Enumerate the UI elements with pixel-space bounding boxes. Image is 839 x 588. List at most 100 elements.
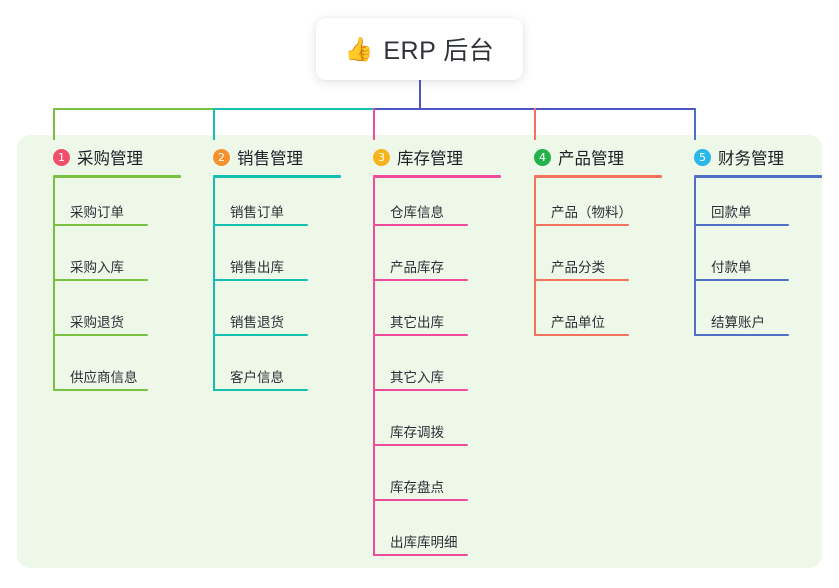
- branch-items: 产品（物料） 产品分类产品单位: [513, 178, 663, 343]
- branch-title: 销售管理: [237, 150, 303, 168]
- branch-item-underline: [53, 224, 148, 226]
- branch-items: 采购订单采购入库采购退货供应商信息: [32, 178, 182, 398]
- branch-item-underline: [373, 224, 468, 226]
- branch-item[interactable]: 产品库存: [352, 233, 502, 288]
- branch-item-label: 产品单位: [551, 315, 605, 330]
- branch-items: 仓库信息产品库存其它出库其它入库库存调拨库存盘点出库库明细: [352, 178, 502, 563]
- branch-item-label: 产品（物料）: [551, 205, 632, 220]
- branch-item-underline: [373, 499, 468, 501]
- branch-item[interactable]: 采购入库: [32, 233, 182, 288]
- branch-item-label: 产品库存: [390, 260, 444, 275]
- branch-item-label: 采购订单: [70, 205, 124, 220]
- branch-item-label: 客户信息: [230, 370, 284, 385]
- branch-item-underline: [53, 279, 148, 281]
- root-node[interactable]: 👍 ERP 后台: [316, 18, 523, 80]
- branch-column-3: 3 库存管理仓库信息产品库存其它出库其它入库库存调拨库存盘点出库库明细: [352, 144, 502, 563]
- branch-item-underline: [373, 389, 468, 391]
- branch-header-underline: [534, 175, 662, 178]
- branch-item-underline: [373, 279, 468, 281]
- branch-item[interactable]: 付款单: [673, 233, 823, 288]
- branch-item[interactable]: 库存调拨: [352, 398, 502, 453]
- branch-number-badge: 4: [534, 148, 551, 166]
- branch-title: 产品管理: [558, 150, 624, 168]
- branch-number-badge: 5: [694, 148, 711, 166]
- branch-drop-line: [53, 108, 55, 140]
- branch-item[interactable]: 其它出库: [352, 288, 502, 343]
- branch-spine: [53, 178, 55, 391]
- bus-segment: [213, 108, 375, 110]
- branch-item-underline: [534, 279, 629, 281]
- branch-item-underline: [53, 334, 148, 336]
- branch-drop-line: [373, 108, 375, 140]
- branch-item[interactable]: 客户信息: [192, 343, 342, 398]
- branch-item-underline: [213, 224, 308, 226]
- branch-drop-line: [694, 108, 696, 140]
- branch-drop-line: [213, 108, 215, 140]
- thumbs-up-icon: 👍: [344, 35, 374, 62]
- branch-item-label: 销售退货: [230, 315, 284, 330]
- bus-segment: [373, 108, 536, 110]
- branch-item[interactable]: 销售订单: [192, 178, 342, 233]
- branch-spine: [534, 178, 536, 336]
- branch-title: 库存管理: [397, 150, 463, 168]
- branch-item[interactable]: 销售出库: [192, 233, 342, 288]
- branch-drop-line: [534, 108, 536, 140]
- branch-item[interactable]: 库存盘点: [352, 453, 502, 508]
- branch-header-4[interactable]: 4 产品管理: [513, 144, 663, 170]
- branch-item-underline: [213, 279, 308, 281]
- branch-item-label: 库存盘点: [390, 480, 444, 495]
- branch-item[interactable]: 产品分类: [513, 233, 663, 288]
- branch-items: 回款单付款单结算账户: [673, 178, 823, 343]
- branch-header-5[interactable]: 5 财务管理: [673, 144, 823, 170]
- branch-spine: [213, 178, 215, 391]
- branch-item-label: 出库库明细: [390, 535, 458, 550]
- branch-item-underline: [373, 444, 468, 446]
- branch-item[interactable]: 结算账户: [673, 288, 823, 343]
- branch-number-badge: 3: [373, 148, 390, 166]
- branch-item-underline: [213, 334, 308, 336]
- bus-segment: [53, 108, 215, 110]
- branch-item-label: 结算账户: [711, 315, 765, 330]
- branch-item[interactable]: 仓库信息: [352, 178, 502, 233]
- branch-item-label: 产品分类: [551, 260, 605, 275]
- branch-item[interactable]: 销售退货: [192, 288, 342, 343]
- branch-spine: [373, 178, 375, 556]
- branch-item-label: 采购入库: [70, 260, 124, 275]
- branch-item-label: 供应商信息: [70, 370, 138, 385]
- branch-item[interactable]: 产品单位: [513, 288, 663, 343]
- branch-item-label: 销售出库: [230, 260, 284, 275]
- branch-item-underline: [694, 224, 789, 226]
- branch-item[interactable]: 采购订单: [32, 178, 182, 233]
- branch-header-underline: [213, 175, 341, 178]
- branch-item-label: 其它入库: [390, 370, 444, 385]
- branch-column-4: 4 产品管理产品（物料） 产品分类产品单位: [513, 144, 663, 343]
- branch-item[interactable]: 供应商信息: [32, 343, 182, 398]
- branch-item-label: 付款单: [711, 260, 752, 275]
- branch-item-label: 其它出库: [390, 315, 444, 330]
- branch-item[interactable]: 产品（物料）: [513, 178, 663, 233]
- branch-title: 采购管理: [77, 150, 143, 168]
- branch-item[interactable]: 回款单: [673, 178, 823, 233]
- branch-item-label: 采购退货: [70, 315, 124, 330]
- branch-item-underline: [694, 279, 789, 281]
- branch-number-badge: 2: [213, 148, 230, 166]
- root-title: ERP 后台: [383, 37, 495, 65]
- branch-item[interactable]: 出库库明细: [352, 508, 502, 563]
- branch-header-underline: [373, 175, 501, 178]
- branch-item-label: 库存调拨: [390, 425, 444, 440]
- branch-header-2[interactable]: 2 销售管理: [192, 144, 342, 170]
- bus-segment: [534, 108, 696, 110]
- branch-item-underline: [534, 334, 629, 336]
- branch-header-3[interactable]: 3 库存管理: [352, 144, 502, 170]
- branch-item-label: 仓库信息: [390, 205, 444, 220]
- branch-title: 财务管理: [718, 150, 784, 168]
- branch-item[interactable]: 采购退货: [32, 288, 182, 343]
- branch-item-underline: [694, 334, 789, 336]
- branch-column-2: 2 销售管理销售订单销售出库销售退货客户信息: [192, 144, 342, 398]
- branch-item[interactable]: 其它入库: [352, 343, 502, 398]
- branch-item-underline: [373, 554, 468, 556]
- branch-item-underline: [534, 224, 629, 226]
